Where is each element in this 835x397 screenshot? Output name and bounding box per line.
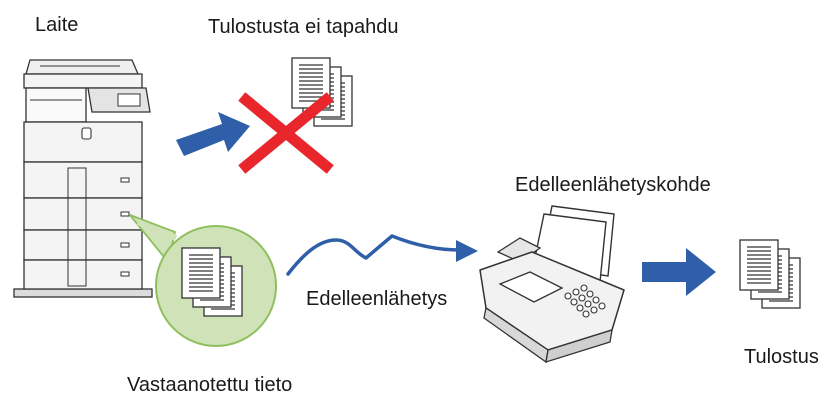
printout-label: Tulostus [744,346,819,368]
blue-arrow-icon [642,248,716,296]
forwarding-label: Edelleenlähetys [306,288,448,310]
device-label: Laite [35,14,79,36]
zigzag-transmission-arrow-icon [286,234,478,276]
blue-arrow-icon [176,112,250,156]
no-printing-label: Tulostusta ei tapahdu [208,16,399,38]
fax-machine-icon [479,205,625,364]
forwarding-destination-label: Edelleenlähetyskohde [515,174,711,196]
printer-icon [13,59,153,298]
received-data-label: Vastaanotettu tieto [127,374,293,396]
red-x-icon [238,92,334,174]
document-stack-icon [740,240,800,308]
